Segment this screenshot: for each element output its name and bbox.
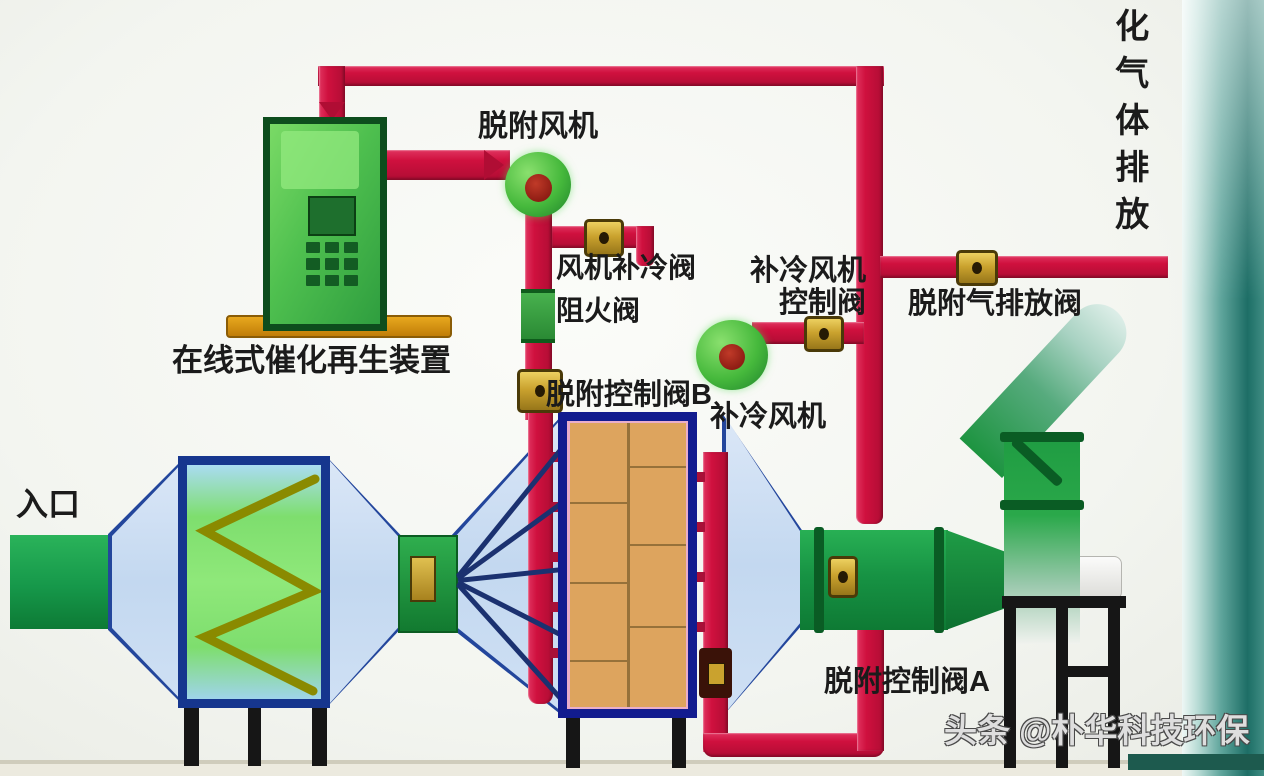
- pipe-return-riser: [857, 626, 884, 751]
- exhaust-stack-highlight: [1182, 0, 1264, 300]
- filter-box-leg: [312, 708, 327, 766]
- connector-valve-icon: [410, 556, 436, 602]
- vent-slot: [306, 242, 320, 254]
- carbon-block-divider: [570, 660, 627, 662]
- vent-slot: [325, 242, 339, 254]
- carbon-block-divider: [630, 626, 686, 628]
- carbon-box-leg: [566, 718, 580, 768]
- cooling-fan-hub-icon: [719, 344, 745, 370]
- stand-leg: [1108, 596, 1120, 768]
- stack-base-strip: [1128, 754, 1264, 770]
- pipe-discharge-branch: [880, 256, 1168, 278]
- stand-leg: [1004, 596, 1016, 768]
- valve-dot-icon: [972, 262, 982, 274]
- outlet-duct: [800, 530, 948, 630]
- desorption-fan-hub-icon: [525, 174, 552, 202]
- stack-vertical-label: 化气体排放: [1109, 8, 1148, 243]
- transition-contract-inner: [330, 461, 400, 703]
- carbon-block-divider: [570, 502, 627, 504]
- valve-dot-icon: [599, 232, 609, 244]
- floor-strip: [0, 764, 1264, 776]
- valve-dot-icon: [535, 385, 545, 397]
- carbon-block-divider: [630, 544, 686, 546]
- carbon-box-leg: [672, 718, 686, 768]
- desorption-gas-discharge-valve-label: 脱附气排放阀: [908, 288, 1083, 320]
- fan-cooling-valve-icon: [584, 219, 624, 257]
- zigzag-filter-media-icon: [194, 474, 321, 696]
- regen-device-label: 在线式催化再生装置: [172, 343, 451, 378]
- filter-box-leg: [184, 708, 199, 766]
- carbon-block-divider: [570, 582, 627, 584]
- duct-flange: [814, 527, 824, 633]
- stand-mid-rail: [1056, 666, 1120, 677]
- fan-cooling-valve-label: 风机补冷阀: [556, 252, 697, 283]
- carbon-block-divider: [627, 423, 630, 707]
- pipe-bottom-return: [703, 733, 884, 757]
- carbon-block-divider: [630, 466, 686, 468]
- vent-slot: [344, 274, 358, 286]
- regen-device-vents: [306, 242, 358, 286]
- cooling-fan-control-valve-icon: [804, 316, 844, 352]
- inlet-label: 入口: [16, 486, 81, 522]
- pipe-fan-cooling-end: [636, 226, 654, 266]
- outlet-duct-contract: [946, 530, 1006, 630]
- pipe-stub: [550, 602, 562, 612]
- valve-a-gold-center: [708, 663, 725, 685]
- desorption-gas-discharge-valve-icon: [956, 250, 998, 286]
- valve-dot-icon: [819, 328, 829, 340]
- duct-flange: [934, 527, 944, 633]
- flow-arrow-down-icon: [319, 102, 345, 120]
- desorption-control-valve-b-label: 脱附控制阀B: [546, 379, 712, 411]
- pipe-right-main-vertical: [856, 66, 883, 524]
- floor-line: [0, 760, 1264, 764]
- cooling-fan-control-valve-label-line1: 补冷风机: [749, 255, 866, 287]
- stand-leg: [1056, 596, 1068, 768]
- inlet-duct: [10, 535, 118, 629]
- pipe-stub: [693, 572, 705, 582]
- watermark: 头条 @朴华科技环保: [944, 712, 1250, 749]
- desorption-control-valve-b-icon: [517, 369, 563, 413]
- vent-slot: [306, 258, 320, 270]
- regen-device-display: [308, 196, 356, 236]
- valve-dot-icon: [838, 571, 848, 583]
- pipe-right-collection: [703, 452, 728, 752]
- vent-slot: [344, 258, 358, 270]
- duct-flange: [1000, 500, 1084, 510]
- cooling-fan-label: 补冷风机: [710, 401, 827, 433]
- cooling-fan-control-valve-label-line2: 控制阀: [778, 287, 866, 319]
- vent-slot: [325, 274, 339, 286]
- regen-device-panel: [281, 131, 359, 189]
- outlet-duct-valve-icon: [828, 556, 858, 598]
- vent-slot: [325, 258, 339, 270]
- pipe-stub: [693, 472, 705, 482]
- desorption-fan-label: 脱附风机: [478, 110, 598, 143]
- pipe-top-horizontal: [318, 66, 884, 86]
- pipe-stub: [693, 522, 705, 532]
- pipe-stub: [550, 648, 562, 658]
- flame-arrester-icon: [521, 289, 555, 343]
- duct-flange: [1000, 432, 1084, 442]
- vent-slot: [306, 274, 320, 286]
- filter-box-leg: [248, 708, 261, 766]
- desorption-control-valve-a-label: 脱附控制阀A: [824, 666, 990, 698]
- flame-arrester-valve-label: 阻火阀: [556, 295, 641, 326]
- vent-slot: [344, 242, 358, 254]
- pipe-stub: [693, 622, 705, 632]
- flow-arrow-right-icon: [484, 150, 504, 180]
- pipe-stub: [550, 552, 562, 562]
